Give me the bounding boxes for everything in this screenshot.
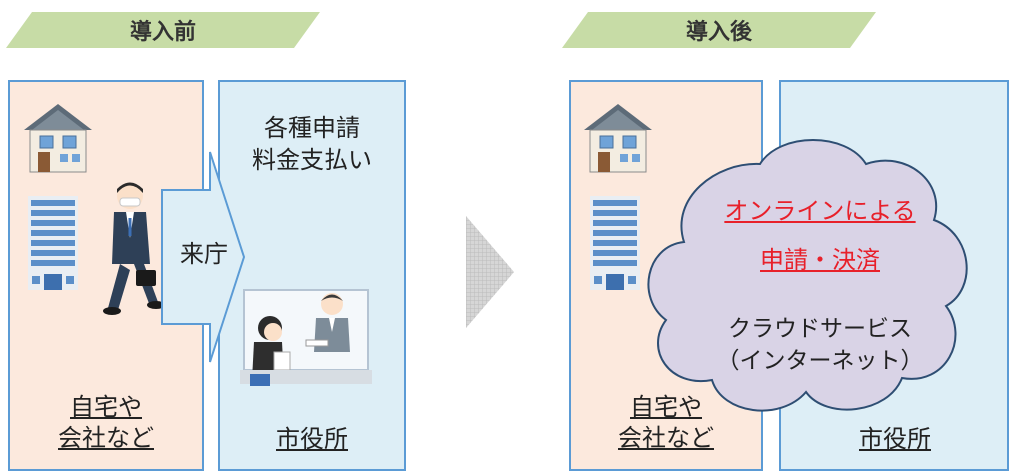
online-text-line1: オンラインによる (724, 197, 916, 225)
before-banner: 導入前 (6, 12, 320, 48)
before-office-label: 市役所 (276, 425, 348, 453)
before-home-label: 自宅や 会社など (58, 393, 154, 452)
house-icon (24, 104, 92, 173)
before-services-label: 各種申請 料金支払い (252, 114, 372, 174)
office-building-icon (28, 196, 78, 290)
after-banner: 導入後 (562, 12, 876, 48)
office-building-icon (590, 196, 640, 290)
banner-shape (6, 12, 320, 48)
visit-label: 来庁 (180, 240, 228, 268)
before-office-panel (218, 80, 406, 471)
transition-arrow-icon (466, 216, 514, 328)
visit-arrow (161, 151, 246, 363)
banner-shape (562, 12, 876, 48)
after-office-label: 市役所 (859, 425, 931, 453)
after-banner-title: 導入後 (685, 20, 752, 45)
after-home-label: 自宅や 会社など (618, 393, 714, 452)
cloud-service-label: クラウドサービス （インターネット） (716, 316, 924, 374)
cloud-icon (647, 139, 968, 412)
counter-service-icon (240, 289, 372, 386)
walking-person-icon (103, 182, 165, 315)
before-banner-title: 導入前 (129, 20, 196, 45)
online-text-line2: 申請・決済 (760, 246, 880, 274)
house-icon (584, 104, 652, 173)
